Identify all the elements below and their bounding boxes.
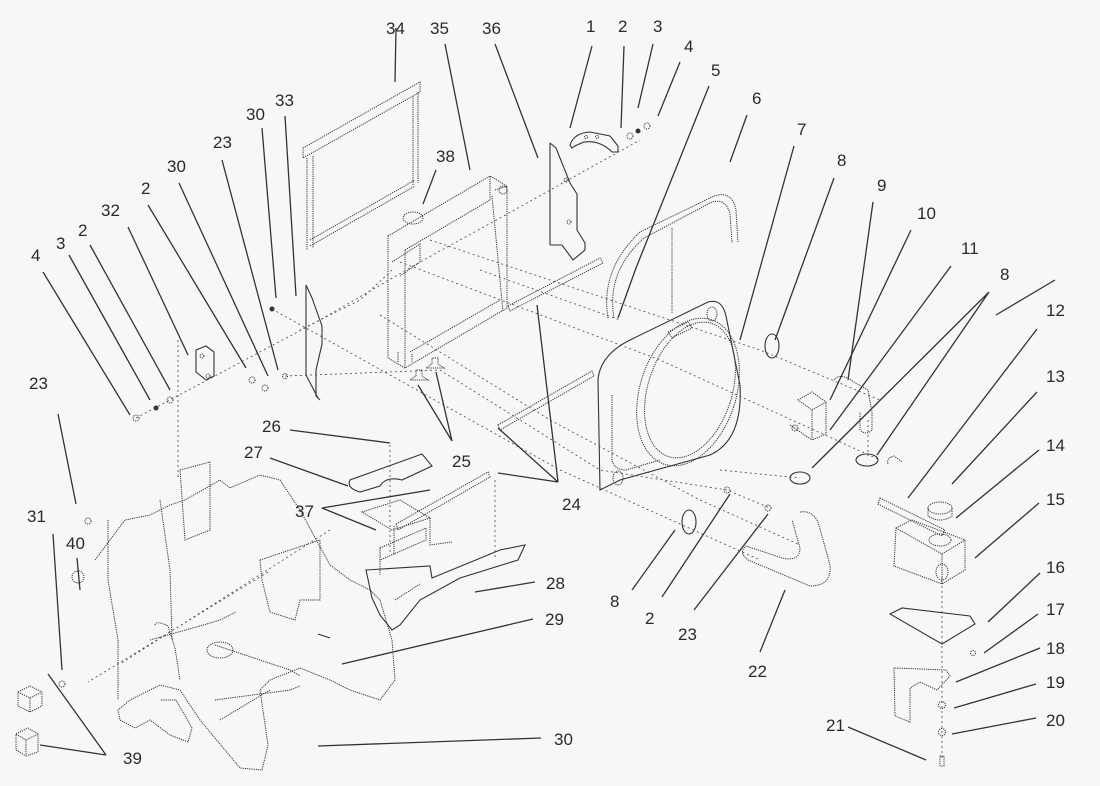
part-hardware-2-3-4-top bbox=[626, 122, 651, 140]
part-fasteners-25 bbox=[408, 357, 446, 381]
part-plate-27 bbox=[348, 453, 433, 493]
callout-40[interactable]: 40 bbox=[66, 534, 85, 553]
callout-4-b[interactable]: 4 bbox=[31, 246, 40, 265]
callout-17[interactable]: 17 bbox=[1046, 600, 1065, 619]
callout-23-c[interactable]: 23 bbox=[213, 133, 232, 152]
callout-11[interactable]: 11 bbox=[961, 239, 979, 258]
part-rods-24 bbox=[395, 257, 604, 531]
callout-24[interactable]: 24 bbox=[562, 495, 581, 514]
part-hardware-left bbox=[132, 306, 288, 422]
callout-10[interactable]: 10 bbox=[917, 204, 936, 223]
part-bracket-33 bbox=[305, 284, 323, 401]
callout-26[interactable]: 26 bbox=[262, 417, 281, 436]
callout-28[interactable]: 28 bbox=[546, 574, 565, 593]
part-hardware-17-19-20-21 bbox=[938, 576, 976, 767]
callout-22[interactable]: 22 bbox=[748, 662, 767, 681]
part-hose-12 bbox=[877, 497, 946, 537]
callout-5[interactable]: 5 bbox=[711, 61, 720, 80]
part-tube-9 bbox=[833, 376, 873, 434]
part-hardware-2-23-lower bbox=[723, 486, 772, 512]
callout-21[interactable]: 21 bbox=[826, 716, 845, 735]
callout-23-a[interactable]: 23 bbox=[678, 625, 697, 644]
callout-16[interactable]: 16 bbox=[1046, 558, 1065, 577]
callout-12[interactable]: 12 bbox=[1046, 301, 1065, 320]
part-plate-28 bbox=[365, 544, 526, 631]
callout-31[interactable]: 31 bbox=[27, 507, 46, 526]
callout-labels: 1 2 3 4 5 6 7 8 9 10 11 8 12 13 14 15 16… bbox=[27, 17, 1065, 768]
part-clamp-8-upper bbox=[764, 333, 780, 359]
part-clamp-8-mid bbox=[855, 453, 903, 467]
callout-32[interactable]: 32 bbox=[101, 201, 120, 220]
callout-8-c[interactable]: 8 bbox=[610, 592, 619, 611]
callout-36[interactable]: 36 bbox=[482, 19, 501, 38]
part-bracket-36 bbox=[549, 142, 586, 261]
callout-20[interactable]: 20 bbox=[1046, 711, 1065, 730]
callout-19[interactable]: 19 bbox=[1046, 673, 1065, 692]
callout-6[interactable]: 6 bbox=[752, 89, 761, 108]
callout-25[interactable]: 25 bbox=[452, 452, 471, 471]
part-hose-22 bbox=[742, 511, 831, 587]
callout-29[interactable]: 29 bbox=[545, 610, 564, 629]
callout-2-b[interactable]: 2 bbox=[645, 609, 654, 628]
part-cap-14 bbox=[927, 501, 953, 521]
explosion-axes bbox=[135, 139, 881, 561]
callout-34[interactable]: 34 bbox=[386, 19, 405, 38]
part-bracket-32 bbox=[195, 345, 215, 381]
callout-35[interactable]: 35 bbox=[430, 19, 449, 38]
callout-9[interactable]: 9 bbox=[877, 176, 886, 195]
part-hose-6 bbox=[606, 194, 739, 319]
callout-30-b[interactable]: 30 bbox=[167, 157, 186, 176]
callout-2[interactable]: 2 bbox=[618, 17, 627, 36]
callout-15[interactable]: 15 bbox=[1046, 490, 1065, 509]
callout-3-b[interactable]: 3 bbox=[56, 234, 65, 253]
callout-7[interactable]: 7 bbox=[797, 120, 806, 139]
callout-2-d[interactable]: 2 bbox=[141, 179, 150, 198]
part-fan-shroud-7 bbox=[597, 300, 741, 491]
callout-18[interactable]: 18 bbox=[1046, 639, 1065, 658]
callout-8-b[interactable]: 8 bbox=[1000, 265, 1009, 284]
part-bracket-10 bbox=[789, 391, 827, 441]
part-clamp-8-lower bbox=[681, 471, 811, 535]
callout-4[interactable]: 4 bbox=[684, 37, 693, 56]
part-screen-34 bbox=[302, 81, 421, 250]
callout-39[interactable]: 39 bbox=[123, 749, 142, 768]
callout-38[interactable]: 38 bbox=[436, 147, 455, 166]
callout-33[interactable]: 33 bbox=[275, 91, 294, 110]
callout-3[interactable]: 3 bbox=[653, 17, 662, 36]
part-bracket-1 bbox=[569, 131, 619, 153]
callout-13[interactable]: 13 bbox=[1046, 367, 1065, 386]
leader-lines bbox=[39, 27, 1056, 761]
part-radiator-35 bbox=[387, 175, 508, 369]
callout-27[interactable]: 27 bbox=[244, 443, 263, 462]
part-bracket-37 bbox=[360, 499, 453, 575]
callout-14[interactable]: 14 bbox=[1046, 436, 1065, 455]
callout-2-c[interactable]: 2 bbox=[78, 221, 87, 240]
callout-1[interactable]: 1 bbox=[586, 17, 595, 36]
part-blocks-39 bbox=[15, 685, 43, 757]
callout-30-c[interactable]: 30 bbox=[246, 105, 265, 124]
callout-23-b[interactable]: 23 bbox=[29, 374, 48, 393]
callout-8[interactable]: 8 bbox=[837, 151, 846, 170]
callout-37[interactable]: 37 bbox=[295, 502, 314, 521]
callout-30-a[interactable]: 30 bbox=[554, 730, 573, 749]
part-frame bbox=[58, 340, 396, 771]
part-shield-16 bbox=[888, 607, 976, 645]
part-bracket-18 bbox=[893, 667, 951, 723]
part-tank-15 bbox=[893, 519, 966, 585]
